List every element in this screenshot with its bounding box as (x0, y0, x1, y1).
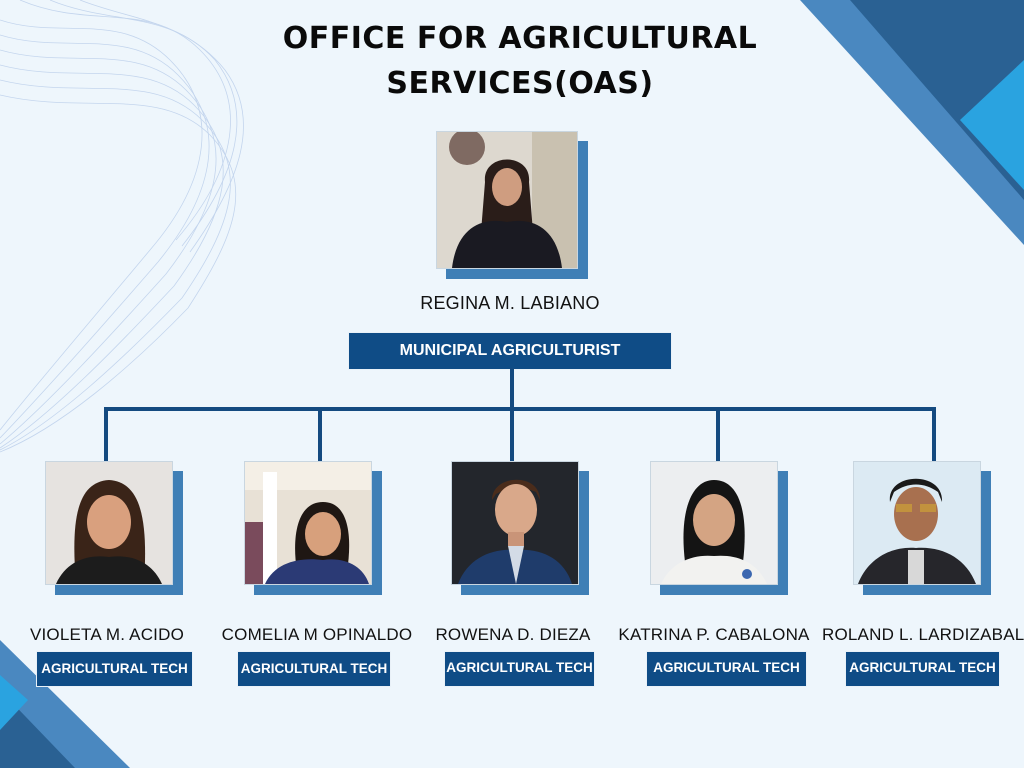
staff-name: ROWENA D. DIEZA (435, 625, 591, 644)
staff-photo-card (244, 461, 382, 595)
staff-role-badge: AGRICULTURAL TECH (845, 651, 1000, 687)
corner-shape (960, 60, 1024, 190)
connector-line (104, 407, 108, 462)
connector-line (104, 407, 936, 411)
staff-photo-card (650, 461, 788, 595)
corner-shape (0, 690, 75, 768)
corner-shape (850, 0, 1024, 200)
person-photo-icon (244, 461, 372, 585)
wave-mesh (0, 0, 244, 453)
corner-shape (800, 0, 1024, 245)
page-title-line: OFFICE FOR AGRICULTURAL (282, 21, 758, 56)
staff-name: VIOLETA M. ACIDO (29, 625, 185, 644)
person-photo-icon (650, 461, 778, 585)
staff-name: COMELIA M OPINALDO (221, 625, 413, 644)
staff-photo-card (451, 461, 589, 595)
head-role-badge: MUNICIPAL AGRICULTURIST (348, 332, 672, 370)
connector-line (510, 368, 514, 410)
staff-role-badge: AGRICULTURAL TECH (646, 651, 807, 687)
staff-name: KATRINA P. CABALONA (618, 625, 810, 644)
connector-line (318, 407, 322, 462)
staff-role-badge: AGRICULTURAL TECH (237, 651, 391, 687)
staff-role-badge: AGRICULTURAL TECH (444, 651, 595, 687)
staff-name: ROLAND L. LARDIZABAL (822, 625, 1024, 644)
page-title-line: SERVICES(OAS) (386, 66, 654, 101)
connector-line (716, 407, 720, 462)
staff-photo-card (853, 461, 991, 595)
person-photo-icon (436, 131, 578, 269)
corner-shape (0, 675, 28, 730)
person-photo-icon (45, 461, 173, 585)
staff-photo-card (45, 461, 183, 595)
page-title: OFFICE FOR AGRICULTURAL SERVICES(OAS) (250, 16, 790, 106)
head-name: REGINA M. LABIANO (420, 293, 600, 313)
staff-role-badge: AGRICULTURAL TECH (36, 651, 193, 687)
connector-line (510, 407, 514, 462)
person-photo-icon (853, 461, 981, 585)
person-photo-icon (451, 461, 579, 585)
head-photo-card (436, 131, 588, 279)
connector-line (932, 407, 936, 462)
